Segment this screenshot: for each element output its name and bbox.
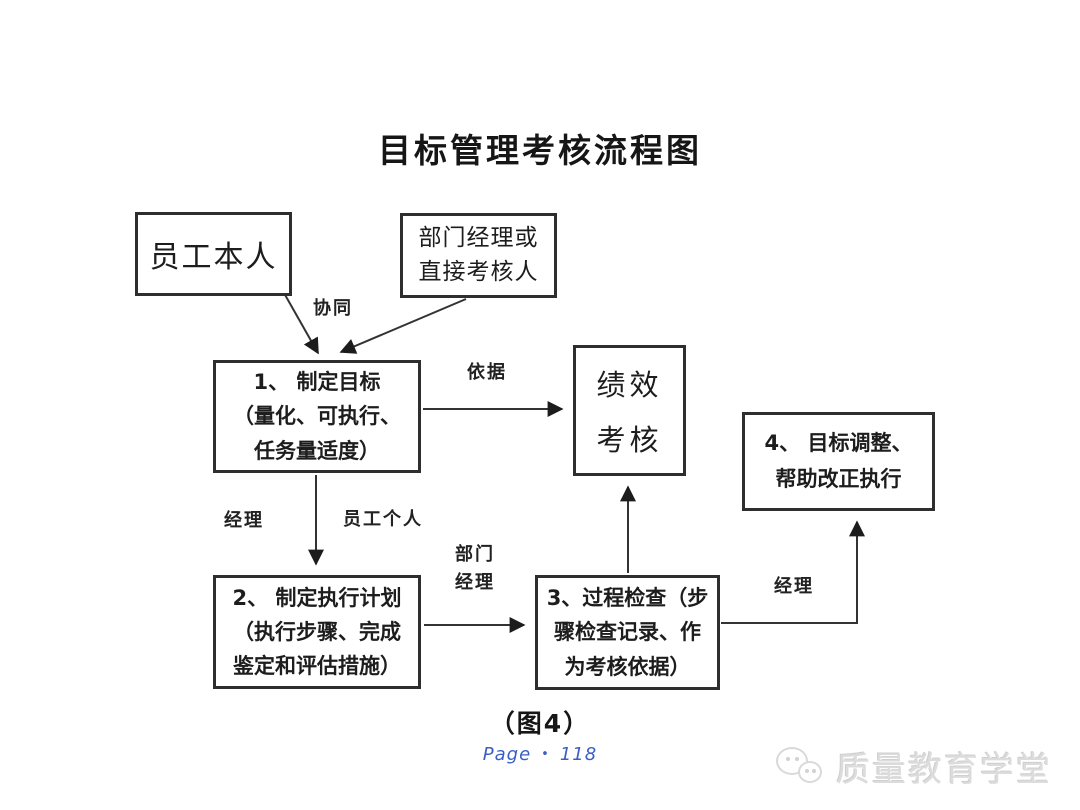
node-step3-process-check: 3、过程检查（步 骤检查记录、作 为考核依据） <box>535 575 720 690</box>
page-number: Page • 118 <box>0 744 1080 765</box>
watermark-text: 质量教育学堂 <box>836 750 1052 790</box>
node-performance-review: 绩效 考核 <box>573 345 686 476</box>
page-separator-dot: • <box>541 747 550 762</box>
node-employee-label: 员工本人 <box>149 240 278 275</box>
node-step4-adjust-goals: 4、 目标调整、 帮助改正执行 <box>742 412 935 511</box>
edge-label-basis: 依据 <box>467 362 507 383</box>
chat-bubble-small <box>798 760 822 783</box>
edge-label-department: 部门 <box>455 544 495 565</box>
edge-label-collaborate: 协同 <box>313 298 353 319</box>
node-manager-line1: 部门经理或 <box>418 225 539 252</box>
page-title: 目标管理考核流程图 <box>378 131 702 170</box>
node-performance-line1: 绩效 <box>596 367 663 402</box>
edge-label-manager-left: 经理 <box>224 510 264 531</box>
watermark: 质量教育学堂 <box>776 742 1052 791</box>
arrow-manager-to-step1 <box>339 298 467 354</box>
arrow-employee-to-step1 <box>283 292 319 355</box>
node-step2-line1: 2、 制定执行计划 <box>232 585 402 610</box>
edge-label-manager-mid: 经理 <box>455 572 495 593</box>
arrow-step3-to-step4 <box>721 520 865 624</box>
node-manager: 部门经理或 直接考核人 <box>400 213 557 298</box>
node-step3-line2: 骤检查记录、作 <box>554 620 701 645</box>
page-label: Page <box>482 744 532 765</box>
node-step4-line2: 帮助改正执行 <box>775 466 902 491</box>
node-step2-line3: 鉴定和评估措施） <box>233 654 401 678</box>
edge-label-employee-individual: 员工个人 <box>343 509 423 530</box>
node-step2-line2: （执行步骤、完成 <box>233 619 401 644</box>
node-step1-line3: 任务量适度） <box>254 438 380 463</box>
node-step2-execution-plan: 2、 制定执行计划 （执行步骤、完成 鉴定和评估措施） <box>213 575 421 689</box>
node-step3-line1: 3、过程检查（步 <box>546 586 709 611</box>
node-step1-line2: （量化、可执行、 <box>233 404 401 429</box>
figure-caption: （图4） <box>489 709 591 738</box>
node-manager-line2: 直接考核人 <box>418 258 539 285</box>
wechat-bubbles-icon <box>776 745 828 789</box>
node-performance-line2: 考核 <box>596 423 663 458</box>
node-step3-line3: 为考核依据） <box>564 654 691 679</box>
edge-label-manager-right: 经理 <box>774 576 814 597</box>
page-number-value: 118 <box>559 744 598 765</box>
node-step1-set-goals: 1、 制定目标 （量化、可执行、 任务量适度） <box>213 360 421 473</box>
node-step4-line1: 4、 目标调整、 <box>764 430 913 455</box>
node-step1-line1: 1、 制定目标 <box>253 370 381 395</box>
node-employee: 员工本人 <box>135 212 292 296</box>
